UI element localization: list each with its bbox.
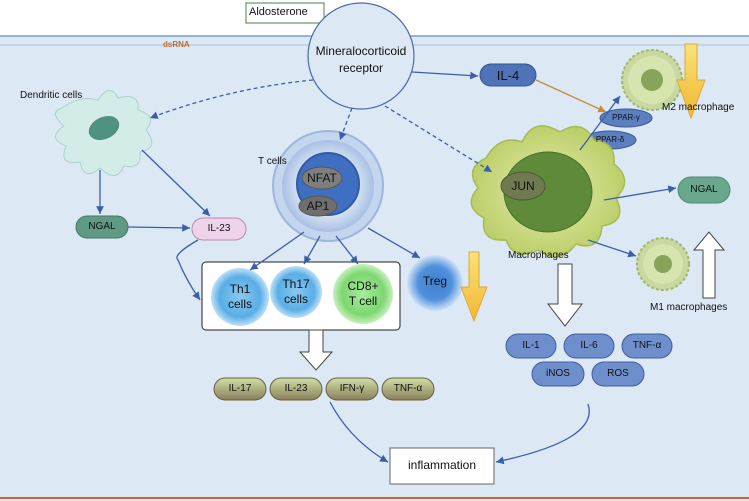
dendritic-cells-label: Dendritic cells [20,90,83,101]
m2-macrophage-label: M2 macrophage [662,102,735,113]
m-cytokine-tnfa [621,333,673,359]
il4-label: IL-4 [496,68,520,83]
dsrna-label: dsRNA [163,40,190,49]
t-cytokine-il17-label: IL-17 [228,383,252,394]
th17-cell [270,266,322,318]
cd8-label-line2: T cell [348,294,378,308]
m1-macrophages-label: M1 macrophages [650,302,728,313]
treg-label: Treg [422,274,448,288]
ap1-shape [298,195,338,217]
il23-top-label: IL-23 [207,223,231,234]
m-cytokine-ros-label: ROS [607,368,629,379]
m-cytokine-il1-label: IL-1 [522,340,540,351]
ngal-left-label: NGAL [88,221,116,232]
m-cytokine-tnfa-label: TNF-α [632,340,662,351]
ppar-delta-label: PPAR-δ [595,135,625,144]
t-subsets-down-arrow [298,329,334,371]
t-cytokine-tnfa-label: TNF-α [393,383,423,394]
m-cytokine-inos-label: iNOS [546,368,570,379]
receptor-label-line1: Mineralocorticoid [315,44,407,58]
ap1-label: AP1 [306,199,330,213]
t-cytokine-il23-label: IL-23 [284,383,308,394]
m1-up-arrow [692,231,726,299]
receptor-label-line2: receptor [338,61,384,75]
th1-cell [211,268,269,326]
treg-cell [407,255,463,311]
il23-top-node [191,217,247,241]
m-cytokine-inos [531,361,585,387]
t-cytokine-tnfa [381,377,435,401]
ngal-right-label: NGAL [690,184,718,195]
t-cytokine-ifng [325,377,379,401]
nfat-shape [301,166,343,190]
th1-label-line2: cells [227,297,252,311]
m2-macrophage [621,49,683,111]
il4-node [479,63,537,87]
macrophage [470,125,626,258]
m1-macrophage [636,237,690,291]
ppar-gamma-label: PPAR-γ [612,113,640,122]
t-cytokine-ifng-label: IFN-γ [339,383,365,394]
th1-label-line1: Th1 [229,282,251,296]
t-cell [272,130,384,242]
jun-label: JUN [511,179,535,193]
dendritic-cell [55,90,153,176]
nfat-label: NFAT [307,171,337,185]
inflammation-box [389,447,495,485]
cd8-label-line1: CD8+ [347,279,379,293]
th17-label-line2: cells [283,292,308,306]
ppar-gamma-node [599,108,653,128]
macrophage-down-arrow [546,263,584,327]
mineralocorticoid-receptor [307,2,415,110]
treg-down-arrow [460,251,488,323]
inflammation-label: inflammation [407,458,477,472]
th17-label-line1: Th17 [282,277,310,291]
jun-shape [500,171,546,201]
aldosterone-label: Aldosterone [249,6,308,18]
m2-down-arrow [676,43,706,120]
ngal-right-node [677,176,731,204]
connectors [96,71,677,465]
macrophages-label: Macrophages [508,250,569,261]
m-cytokine-il6-label: IL-6 [580,340,598,351]
m-cytokine-ros [591,361,645,387]
m-cytokine-il6 [563,333,615,359]
il4-ppar-connector [535,79,607,113]
t-cells-label: T cells [258,156,287,167]
t-cytokine-il17 [213,377,267,401]
m-cytokine-il1 [505,333,557,359]
cd8-cell [333,264,393,324]
t-cytokine-il23 [269,377,323,401]
aldosterone-box [245,2,325,24]
